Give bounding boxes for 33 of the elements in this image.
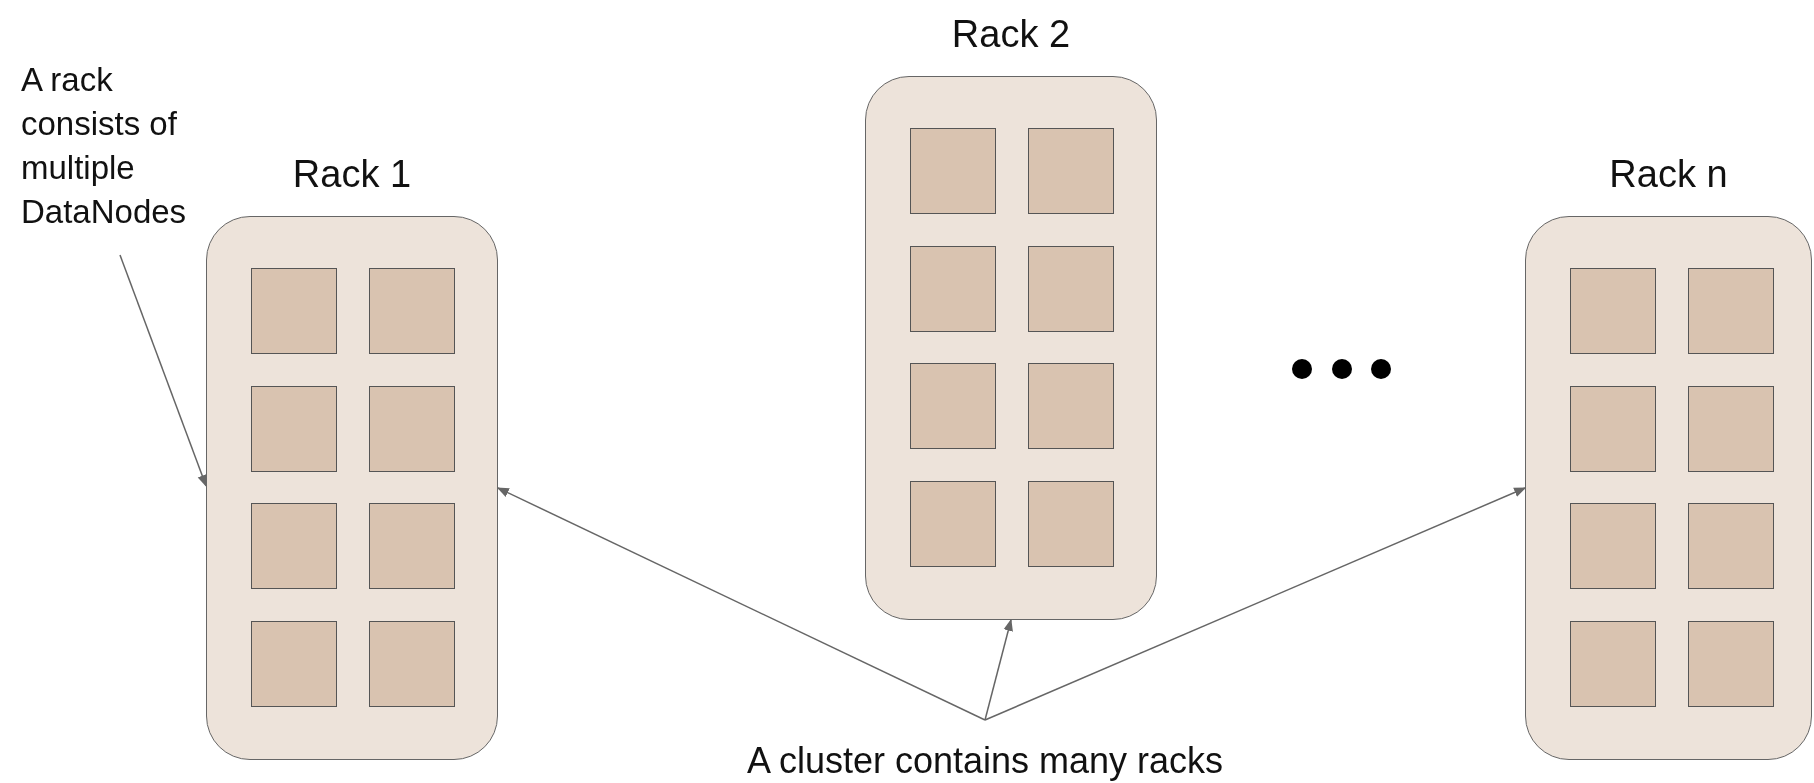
datanode-box bbox=[369, 621, 455, 707]
datanode-box bbox=[1028, 481, 1114, 567]
rack-title: Rack 2 bbox=[950, 13, 1072, 56]
leader-arrow bbox=[119, 254, 207, 487]
annotation-text: A rack consists of multiple DataNodes bbox=[21, 60, 188, 232]
rack-title: Rack n bbox=[1608, 153, 1729, 196]
datanode-box bbox=[1688, 621, 1774, 707]
datanode-box bbox=[1028, 363, 1114, 449]
datanode-box bbox=[1688, 268, 1774, 354]
datanode-box bbox=[251, 268, 337, 354]
arrow bbox=[984, 618, 1013, 721]
arrow bbox=[496, 487, 986, 721]
datanode-box bbox=[251, 621, 337, 707]
rack-title: Rack 1 bbox=[291, 153, 413, 196]
datanode-box bbox=[910, 481, 996, 567]
datanode-box bbox=[251, 386, 337, 472]
datanode-box bbox=[369, 503, 455, 589]
datanode-box bbox=[1028, 246, 1114, 332]
datanode-box bbox=[369, 386, 455, 472]
datanode-box bbox=[1028, 128, 1114, 214]
datanode-box bbox=[1570, 268, 1656, 354]
datanode-box bbox=[369, 268, 455, 354]
datanode-box bbox=[251, 503, 337, 589]
datanode-box bbox=[910, 363, 996, 449]
datanode-box bbox=[910, 246, 996, 332]
datanode-box bbox=[1570, 503, 1656, 589]
arrow bbox=[984, 487, 1527, 721]
datanode-box bbox=[1688, 503, 1774, 589]
datanode-box bbox=[1688, 386, 1774, 472]
datanode-box bbox=[1570, 621, 1656, 707]
annotation-text: A cluster contains many racks bbox=[745, 740, 1225, 782]
datanode-box bbox=[1570, 386, 1656, 472]
datanode-box bbox=[910, 128, 996, 214]
